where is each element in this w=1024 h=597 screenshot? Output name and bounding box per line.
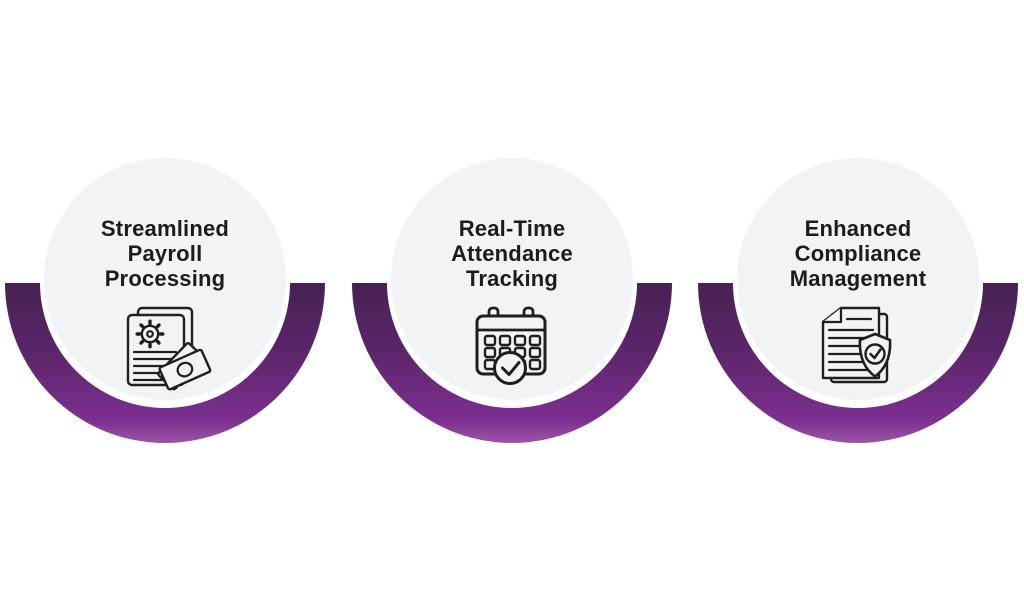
folded-corner xyxy=(821,306,843,324)
feature-circle: Real-Time Attendance Tracking xyxy=(391,158,633,400)
payroll-documents-money-icon xyxy=(120,306,212,391)
feature-card-compliance: Enhanced Compliance Management xyxy=(698,0,1018,597)
purple-arc-ribbon xyxy=(352,283,672,443)
feature-title-line: Streamlined xyxy=(100,216,230,241)
feature-card-attendance: Real-Time Attendance Tracking xyxy=(352,0,672,597)
feature-title: Real-Time Attendance Tracking xyxy=(391,216,633,291)
feature-title: Enhanced Compliance Management xyxy=(737,216,979,291)
feature-title-line: Payroll xyxy=(127,241,203,266)
calendar-check-icon xyxy=(467,306,557,390)
feature-title-line: Tracking xyxy=(465,266,559,291)
check-badge xyxy=(493,351,527,385)
money-bills-glyph xyxy=(157,342,212,391)
feature-title-line: Attendance xyxy=(451,241,573,266)
feature-circle: Streamlined Payroll Processing xyxy=(44,158,286,400)
feature-title-line: Compliance xyxy=(794,241,922,266)
document-shield-check-icon xyxy=(813,306,903,390)
feature-title-line: Enhanced xyxy=(804,216,912,241)
purple-arc-ribbon xyxy=(5,283,325,443)
purple-arc-ribbon xyxy=(698,283,1018,443)
feature-title-line: Real-Time xyxy=(458,216,566,241)
feature-title-line: Processing xyxy=(104,266,226,291)
feature-card-payroll: Streamlined Payroll Processing xyxy=(5,0,325,597)
feature-circle: Enhanced Compliance Management xyxy=(737,158,979,400)
document-lines xyxy=(827,317,875,372)
feature-title-line: Management xyxy=(789,266,927,291)
feature-title: Streamlined Payroll Processing xyxy=(44,216,286,291)
gear-glyph xyxy=(135,319,165,349)
shield-check-glyph xyxy=(858,332,892,378)
